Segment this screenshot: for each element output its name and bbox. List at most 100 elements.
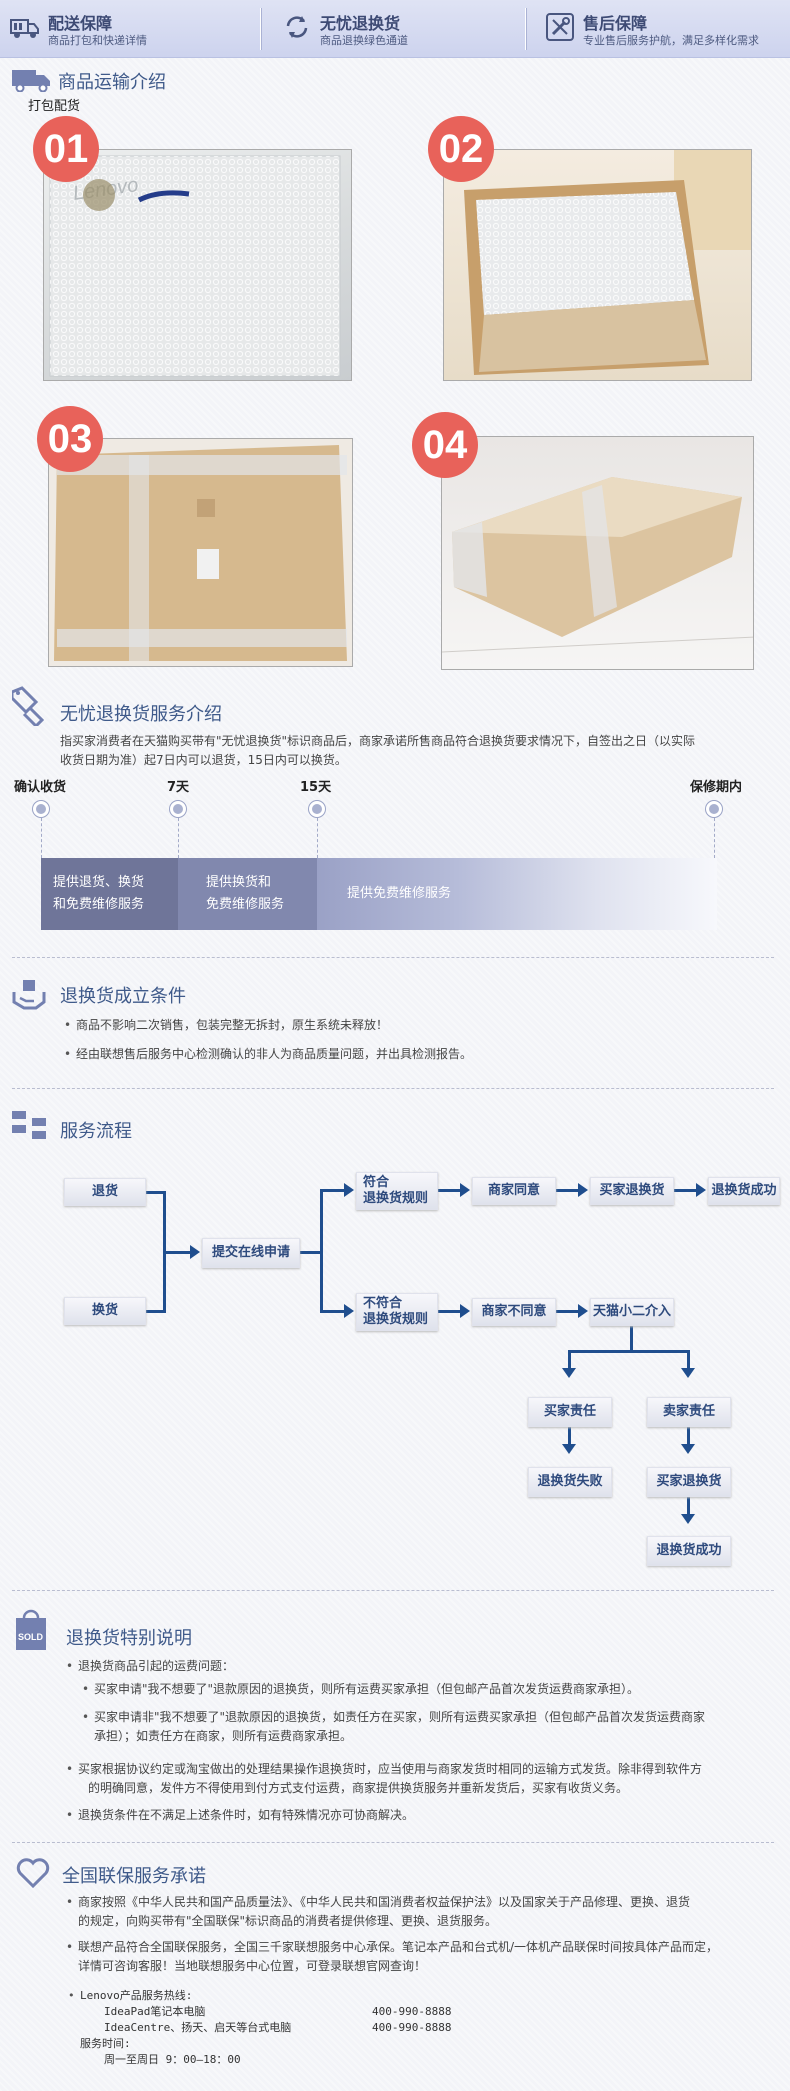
special-text-line: 的明确同意，发件方不得使用到付方式支付运费，商家提供换货服务并重新发货后，买家有…	[88, 1781, 629, 1795]
warranty-item: 商家按照《中华人民共和国产品质量法》、《中华人民共和国消费者权益保护法》以及国家…	[66, 1893, 691, 1931]
sold-badge-text: SOLD	[18, 1632, 44, 1642]
flow-arrow	[578, 1183, 588, 1197]
timeline-connector	[714, 818, 715, 858]
banner-item-returns[interactable]: 无忧退换货 商品退换绿色通道	[282, 8, 522, 50]
flow-line	[674, 1189, 696, 1192]
flow-arrow	[460, 1304, 470, 1318]
flow-node-text: 退换货规则	[363, 1191, 429, 1206]
return-tag-icon	[10, 686, 45, 729]
banner-divider	[525, 8, 526, 50]
section-subtitle-packing: 打包配货	[28, 99, 81, 114]
timeline-pin	[309, 801, 325, 817]
flow-node-text: 退换货规则	[363, 1312, 429, 1327]
hotline-phone-ideacentre[interactable]: 400-990-8888	[372, 2021, 452, 2034]
hotline-phone-ideapad[interactable]: 400-990-8888	[372, 2005, 452, 2018]
warranty-text-line: 的规定，向购买带有"全国联保"标识商品的消费者提供修理、更换、退货服务。	[78, 1914, 498, 1928]
hands-package-icon	[12, 976, 46, 1013]
flow-line	[568, 1350, 571, 1370]
flow-arrow	[344, 1304, 354, 1318]
step-badge-01: 01	[33, 116, 99, 182]
flow-node-success-2: 退换货成功	[647, 1536, 731, 1566]
flow-node-fail: 退换货失败	[528, 1467, 612, 1497]
truck-icon	[12, 68, 52, 95]
flow-line	[163, 1251, 191, 1254]
banner-item-aftersales[interactable]: 售后保障 专业售后服务护航，满足多样化需求	[545, 8, 785, 50]
flow-arrow	[190, 1245, 200, 1259]
flow-line	[438, 1310, 460, 1313]
flow-arrow	[681, 1368, 695, 1378]
flow-line	[687, 1350, 690, 1370]
banner-subtitle: 商品打包和快递详情	[48, 34, 147, 47]
step-badge-02: 02	[428, 116, 494, 182]
special-item: 退换货条件在不满足上述条件时，如有特殊情况亦可协商解决。	[66, 1806, 414, 1825]
section-divider	[12, 1590, 774, 1591]
flow-node-seller-fault: 卖家责任	[647, 1397, 731, 1427]
timeline-label-warranty: 保修期内	[690, 780, 743, 795]
bar-text: 和免费维修服务	[53, 897, 145, 912]
packing-photo-1: Lenovo	[43, 149, 352, 381]
packing-photo-4	[441, 436, 754, 670]
top-banner: 配送保障 商品打包和快递详情 无忧退换货 商品退换绿色通道 售后保障 专业售后服…	[0, 0, 790, 58]
flow-arrow	[562, 1368, 576, 1378]
flow-line	[568, 1427, 571, 1445]
flow-node-tmall: 天猫小二介入	[590, 1298, 674, 1326]
flow-line	[556, 1189, 578, 1192]
timeline-label-15days: 15天	[300, 780, 332, 795]
timeline-connector	[317, 818, 318, 858]
special-text-line: 买家申请非"我不想要了"退款原因的退换货，如责任方在买家，则所有运费买家承担（但…	[94, 1710, 706, 1724]
banner-item-delivery[interactable]: 配送保障 商品打包和快递详情	[10, 8, 250, 50]
timeline-bar-7-15: 提供换货和 免费维修服务	[178, 858, 317, 930]
special-item: 买家根据协议约定或淘宝做出的处理结果操作退换货时，应当使用与商家发货时相同的运输…	[66, 1760, 702, 1798]
hotline-title: Lenovo产品服务热线:	[68, 1988, 192, 2004]
timeline-label-receipt: 确认收货	[14, 780, 67, 795]
timeline-connector	[178, 818, 179, 858]
flow-line	[687, 1497, 690, 1515]
flow-node-buyer-fault: 买家责任	[528, 1397, 612, 1427]
flow-line	[320, 1310, 344, 1313]
condition-item: 经由联想售后服务中心检测确认的非人为商品质量问题，并出具检测报告。	[64, 1045, 472, 1064]
delivery-truck-icon	[10, 12, 40, 42]
service-hours-title: 服务时间:	[80, 2037, 131, 2050]
timeline-pin	[706, 801, 722, 817]
flow-node-buyer-return-2: 买家退换货	[647, 1467, 731, 1497]
banner-title: 售后保障	[583, 14, 648, 33]
flow-arrow	[681, 1444, 695, 1454]
timeline-label-7days: 7天	[167, 780, 190, 795]
bar-text: 免费维修服务	[206, 897, 285, 912]
flow-node-return: 退货	[64, 1178, 146, 1206]
repair-tools-icon	[545, 12, 575, 42]
flow-line	[146, 1191, 166, 1194]
flow-line	[568, 1350, 690, 1353]
flow-line	[438, 1189, 460, 1192]
flow-arrow	[460, 1183, 470, 1197]
section-title-shipping: 商品运输介绍	[58, 72, 166, 93]
returns-desc-line: 收货日期为准）起7日内可以退货，15日内可以换货。	[60, 753, 347, 767]
flow-node-ineligible: 不符合 退换货规则	[356, 1293, 438, 1331]
heart-icon	[16, 1858, 50, 1891]
flow-arrow	[696, 1183, 706, 1197]
flow-line	[630, 1324, 633, 1352]
flow-node-success: 退换货成功	[708, 1177, 780, 1205]
flow-node-text: 不符合	[363, 1296, 403, 1311]
section-divider	[12, 1842, 774, 1843]
banner-subtitle: 商品退换绿色通道	[320, 34, 408, 47]
flow-node-buyer-return: 买家退换货	[590, 1177, 674, 1205]
timeline-bar-warranty: 提供免费维修服务	[317, 858, 717, 930]
timeline-bar-0-7: 提供退货、换货 和免费维修服务	[41, 858, 178, 930]
flow-line	[320, 1189, 323, 1313]
flow-node-eligible: 符合 退换货规则	[356, 1172, 438, 1210]
section-title-process: 服务流程	[60, 1121, 132, 1142]
section-title-conditions: 退换货成立条件	[60, 986, 186, 1007]
condition-item: 商品不影响二次销售，包装完整无拆封，原生系统未释放！	[64, 1016, 388, 1035]
warranty-text-line: 商家按照《中华人民共和国产品质量法》、《中华人民共和国消费者权益保护法》以及国家…	[78, 1895, 691, 1909]
packing-photo-2	[443, 149, 752, 381]
flow-arrow	[578, 1304, 588, 1318]
returns-description: 指买家消费者在天猫购买带有"无忧退换货"标识商品后，商家承诺所售商品符合退换货要…	[60, 732, 695, 770]
flow-line	[556, 1310, 578, 1313]
service-hours: 周一至周日 9：00—18：00	[104, 2053, 241, 2066]
flow-arrow	[681, 1514, 695, 1524]
flow-node-merchant-disagree: 商家不同意	[472, 1298, 556, 1326]
return-exchange-icon	[282, 12, 312, 42]
banner-subtitle: 专业售后服务护航，满足多样化需求	[583, 34, 759, 47]
step-badge-04: 04	[412, 412, 478, 478]
